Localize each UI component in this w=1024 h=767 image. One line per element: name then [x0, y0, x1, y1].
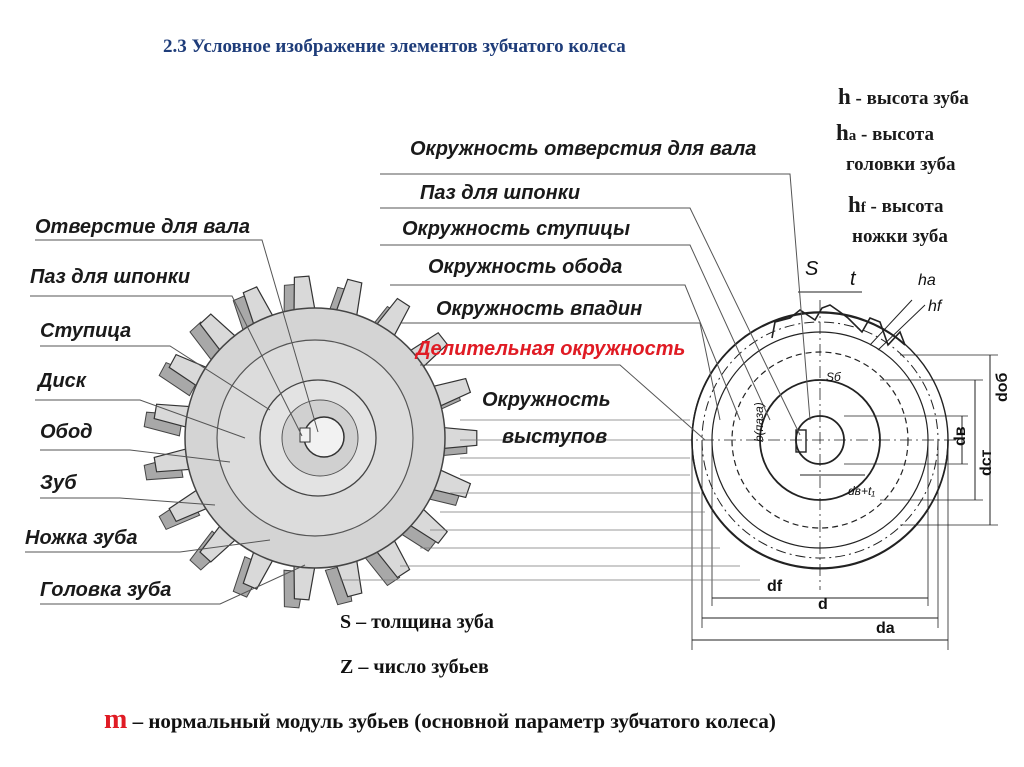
left-leader-lines	[25, 239, 319, 605]
leader-rim	[40, 449, 231, 463]
leader-pitch-circle	[420, 364, 706, 441]
leader-shaft-hole	[35, 239, 319, 433]
note-h: h - высота зуба	[838, 84, 969, 110]
legend-z: Z – число зубьев	[340, 656, 489, 678]
note-ha-sub: a	[848, 128, 857, 144]
label-dedendum: Ножка зуба	[25, 527, 138, 549]
gear-tooth	[439, 426, 478, 450]
label-hub-circle: Окружность ступицы	[402, 218, 631, 240]
label-disk: Диск	[38, 370, 86, 392]
label-hub: Ступица	[40, 320, 132, 342]
leader-disk	[35, 399, 246, 439]
leader-addendum	[40, 564, 306, 605]
note-ha-text2: головки зуба	[846, 154, 956, 175]
leader-keyway	[30, 295, 303, 437]
leader-hub	[40, 345, 271, 411]
label-tip-circle-2: выступов	[502, 426, 608, 448]
dim-t-label: t	[850, 268, 856, 290]
label-root-circle: Окружность впадин	[436, 298, 643, 320]
note-h-symbol: h	[838, 84, 851, 109]
label-rim: Обод	[40, 421, 93, 443]
bottom-note-text: – нормальный модуль зубьев (основной пар…	[127, 709, 776, 733]
leader-root-circle	[400, 322, 721, 421]
dim-s-label: S	[805, 258, 819, 280]
keyway-rect	[795, 429, 807, 453]
dim-ha-line	[869, 299, 913, 346]
note-ha-symbol: h	[836, 120, 849, 145]
dim-dst-label: dст	[978, 449, 995, 476]
dim-sb-label: Sб	[826, 370, 841, 384]
dim-ha-label: ha	[918, 272, 936, 289]
leader-keyway-circle	[380, 207, 801, 436]
note-ha: ha - высота	[836, 120, 934, 146]
dim-keyway-width-label: b(паза)	[752, 402, 766, 442]
page-title: 2.3 Условное изображение элементов зубча…	[163, 36, 626, 57]
gear-front-view	[680, 291, 998, 650]
dim-d-label: d	[818, 596, 828, 613]
leader-shaft-circle	[380, 173, 811, 421]
leader-tooth	[40, 497, 216, 506]
label-rim-circle: Окружность обода	[428, 256, 623, 278]
note-hf-text2: ножки зуба	[852, 226, 948, 247]
label-pitch-circle: Делительная окружность	[416, 338, 686, 360]
label-keyway-circle: Паз для шпонки	[420, 182, 581, 204]
dim-da-label: da	[876, 620, 895, 637]
label-shaft-circle: Окружность отверстия для вала	[410, 138, 757, 160]
dim-hf-label: hf	[928, 298, 942, 315]
leader-dedendum	[25, 539, 271, 553]
gear-keyway	[299, 427, 311, 443]
dim-keyway-depth-label: dв+t₁	[848, 484, 876, 498]
note-ha-text: - высота	[856, 124, 934, 145]
note-h-text: - высота зуба	[850, 88, 969, 109]
leader-rim-circle	[390, 284, 741, 421]
note-hf-text: - высота	[865, 196, 944, 217]
dim-dv-label: dв	[952, 426, 969, 446]
note-hf-symbol: h	[848, 192, 861, 217]
label-addendum: Головка зуба	[40, 579, 172, 601]
projection-lines	[340, 419, 760, 581]
dim-df-label: df	[767, 578, 783, 595]
label-keyway: Паз для шпонки	[30, 266, 191, 288]
legend-s: S – толщина зуба	[340, 611, 494, 633]
label-tip-circle-1: Окружность	[482, 389, 611, 411]
dim-hf-line	[877, 304, 926, 351]
note-hf: hf - высота	[848, 192, 943, 218]
label-tooth: Зуб	[40, 472, 77, 494]
gear-3d-view	[143, 275, 478, 609]
note-hf-sub: f	[860, 200, 866, 216]
leader-hub-circle	[380, 244, 771, 421]
label-shaft-hole: Отверстие для вала	[35, 216, 250, 238]
bottom-note: m – нормальный модуль зубьев (основной п…	[104, 704, 776, 736]
middle-leader-lines	[380, 173, 811, 441]
bottom-note-m: m	[104, 704, 128, 735]
dim-dob-label: dоб	[994, 372, 1011, 402]
